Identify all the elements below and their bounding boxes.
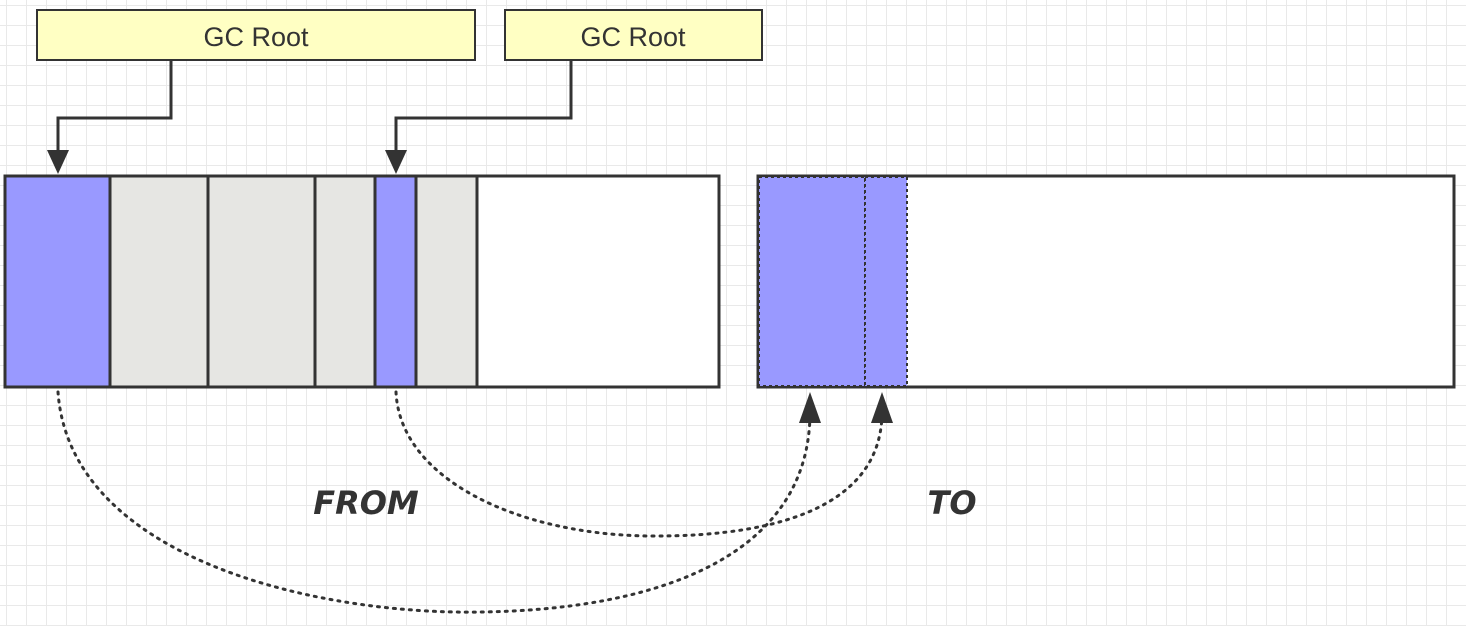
live-object-1 <box>3 174 112 389</box>
gc-root-1: GC Root <box>36 9 476 61</box>
gc-root-1-label: GC Root <box>203 22 309 52</box>
copied-object-2 <box>864 176 908 387</box>
gc-root-2-label: GC Root <box>580 22 686 52</box>
copy-arrow-2-head <box>871 392 893 423</box>
copied-object-1 <box>758 176 866 387</box>
dead-object-3 <box>313 174 377 389</box>
dead-object-4 <box>414 174 479 389</box>
gc-root-1-arrowhead <box>47 150 69 174</box>
gc-root-2-reference-arrow <box>394 60 573 168</box>
gc-root-2-arrowhead <box>385 150 407 174</box>
copy-arrow-1 <box>56 390 812 614</box>
copy-arrow-2 <box>394 390 884 538</box>
to-space <box>756 174 1456 389</box>
from-label: FROM <box>313 484 419 522</box>
live-object-2 <box>373 174 418 389</box>
from-space <box>3 174 721 389</box>
gc-root-2: GC Root <box>504 9 763 61</box>
dead-object-2 <box>206 174 317 389</box>
dead-object-1 <box>108 174 210 389</box>
gc-root-1-reference-arrow <box>56 60 173 168</box>
to-label: TO <box>927 484 976 522</box>
copy-arrow-1-head <box>799 392 821 423</box>
